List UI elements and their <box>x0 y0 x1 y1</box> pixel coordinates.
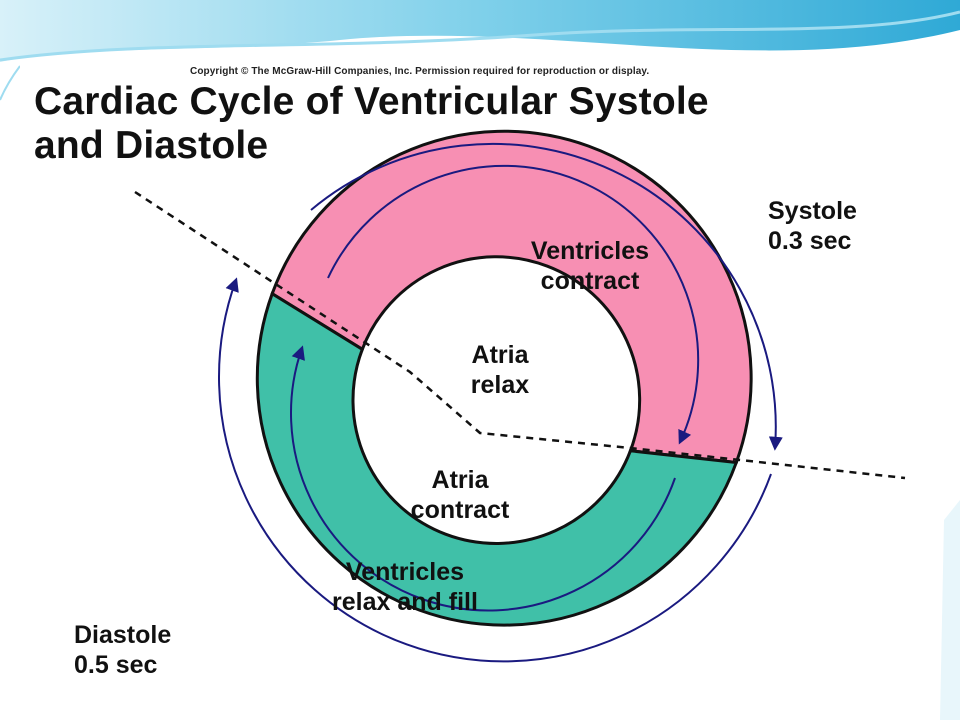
diastole-outer-arrow <box>217 277 772 663</box>
systole-outer-arrow <box>310 142 783 451</box>
diastole-name: Diastole <box>74 621 172 649</box>
systole-duration: 0.3 sec <box>768 227 852 255</box>
diastole-duration: 0.5 sec <box>74 651 158 679</box>
copyright-notice: Copyright © The McGraw-Hill Companies, I… <box>190 66 650 77</box>
title-line-2: and Diastole <box>34 124 269 167</box>
page-title: Cardiac Cycle of Ventricular Systole and… <box>34 80 934 168</box>
diastole-label: Diastole 0.5 sec <box>74 620 171 680</box>
systole-inner-arrow <box>327 164 700 445</box>
diastole-inner-arrow <box>290 345 676 612</box>
atria-contract-label: Atria contract <box>410 466 510 524</box>
title-line-1: Cardiac Cycle of Ventricular Systole <box>34 80 709 123</box>
ventricles-relax-label: Ventricles relax and fill <box>332 558 478 616</box>
systole-label: Systole 0.3 sec <box>768 196 857 256</box>
atria-relax-label: Atria relax <box>470 341 530 399</box>
systole-name: Systole <box>768 197 857 225</box>
side-accent <box>940 500 960 720</box>
diastole-ring-segment <box>255 291 739 627</box>
ventricles-contract-label: Ventricles contract <box>530 237 650 295</box>
